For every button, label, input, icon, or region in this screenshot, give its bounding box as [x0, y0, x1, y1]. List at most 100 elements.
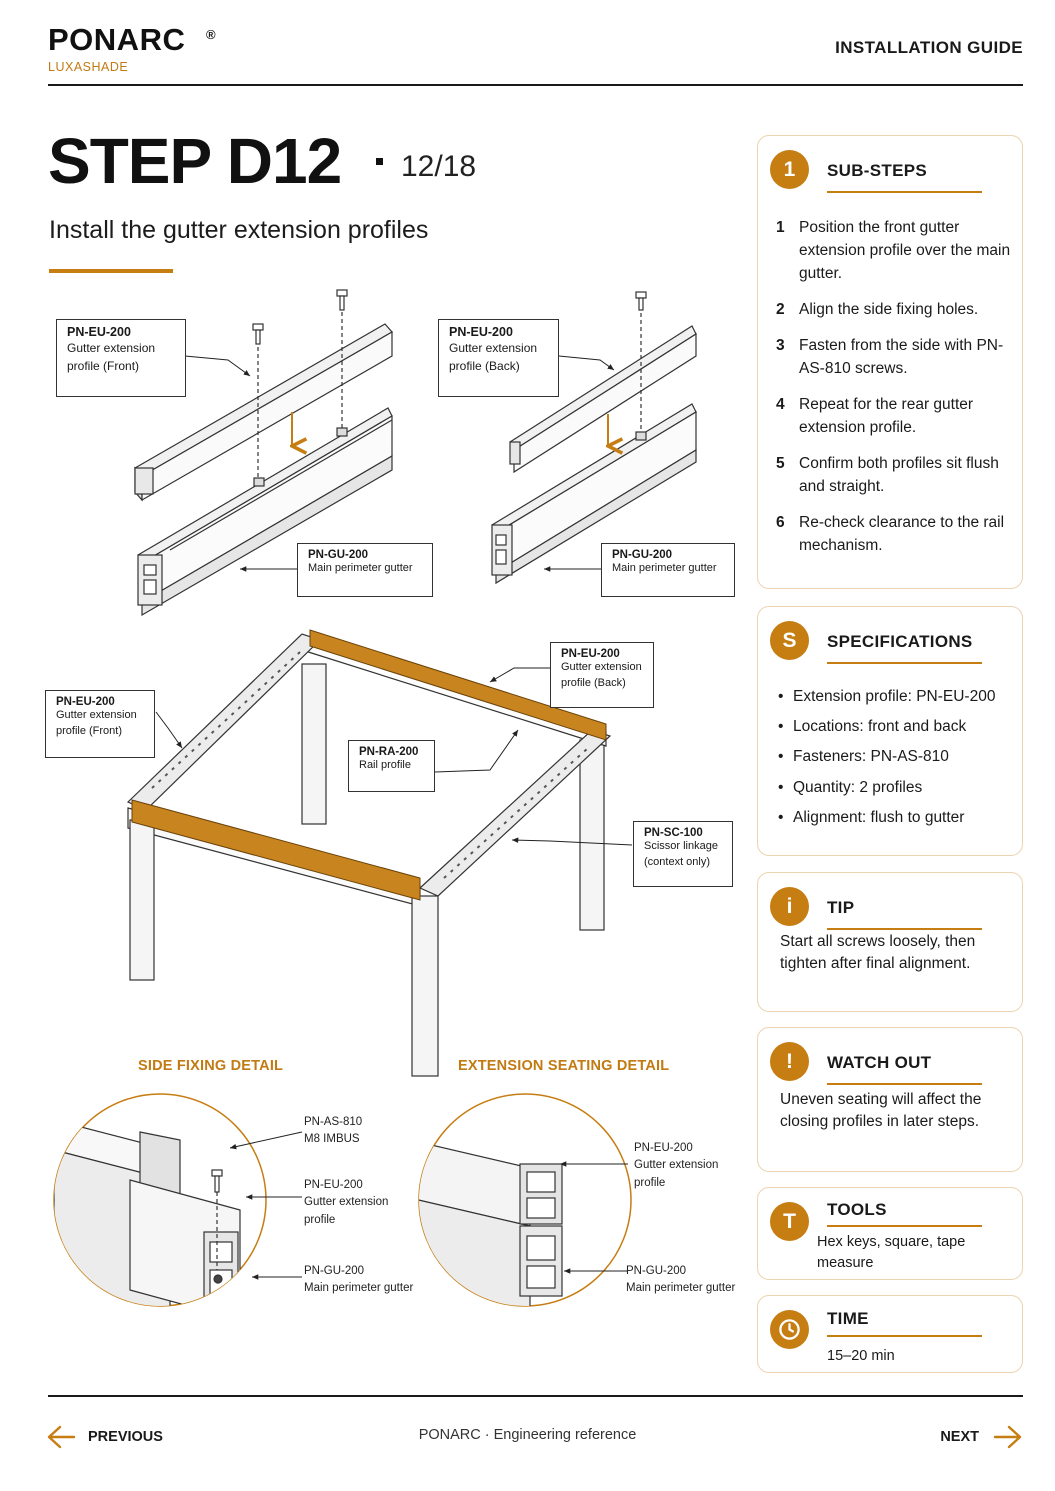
- callout-desc: Gutter extension profile (Back): [561, 661, 642, 689]
- spec-text: Extension profile: PN-EU-200: [793, 688, 996, 705]
- substep-text: Align the side fixing holes.: [799, 301, 979, 318]
- time-title: TIME: [827, 1309, 869, 1328]
- callout-frame-sc: PN-SC-100 Scissor linkage (context only): [633, 821, 733, 887]
- tip-title: TIP: [827, 898, 855, 917]
- spec-text: Fasteners: PN-AS-810: [793, 748, 949, 765]
- header-divider: [48, 84, 1023, 86]
- card-divider: [827, 191, 982, 193]
- tools-card: T TOOLS Hex keys, square, tape measure: [757, 1187, 1023, 1280]
- callout-code: PN-GU-200: [612, 549, 673, 561]
- title-separator: [376, 158, 383, 165]
- side-detail-screw: [211, 1169, 223, 1270]
- previous-button[interactable]: PREVIOUS: [46, 1422, 163, 1452]
- substep-number: 1: [776, 219, 785, 236]
- callout-desc: Gutter extension profile (Back): [449, 341, 538, 373]
- specifications-badge: S: [770, 621, 809, 660]
- tip-body: Start all screws loosely, then tighten a…: [780, 933, 976, 972]
- substep-item: 1 Position the front gutter extension pro…: [776, 216, 1016, 285]
- spec-item: •Locations: front and back: [778, 718, 966, 736]
- warning-icon: !: [770, 1042, 809, 1081]
- bullet: •: [778, 748, 784, 765]
- callout-desc: Scissor linkage (context only): [644, 840, 718, 868]
- tools-body: Hex keys, square, tape measure: [817, 1234, 966, 1271]
- callout-code: PN-EU-200: [56, 696, 115, 708]
- front-extension-profile-highlight: [131, 799, 421, 901]
- callout-code: PN-GU-200: [308, 549, 369, 561]
- side-label-screw: PN-AS-810 M8 IMBUS: [304, 1116, 363, 1146]
- tip-card: i TIP Start all screws loosely, then tig…: [757, 872, 1023, 1012]
- brand: PONARC ® LUXASHADE: [48, 22, 216, 74]
- extension-seating-detail-title: EXTENSION SEATING DETAIL: [458, 1058, 670, 1074]
- side-label-eu: PN-EU-200 Gutter extension profile: [304, 1179, 389, 1226]
- substep-text: Repeat for the rear gutter extension pro…: [799, 396, 974, 436]
- spec-item: • Extension profile: PN-EU-200: [778, 688, 995, 706]
- bullet: •: [778, 779, 784, 796]
- clock-icon: [770, 1310, 809, 1349]
- substep-text: Position the front gutter extension prof…: [799, 219, 1011, 282]
- callout-code: PN-SC-100: [644, 827, 703, 839]
- substep-number: 6: [776, 514, 785, 531]
- callout-desc: Gutter extension profile (Front): [56, 709, 137, 737]
- spec-item: • Fasteners: PN-AS-810: [778, 748, 949, 766]
- spec-item: •Quantity: 2 profiles: [778, 779, 922, 797]
- front-exploded-view: [134, 323, 393, 617]
- brand-name: PONARC: [48, 22, 186, 57]
- callout-desc: Main perimeter gutter: [612, 562, 717, 574]
- next-button[interactable]: NEXT: [940, 1422, 1023, 1452]
- watch-out-body: Uneven seating will affect the closing p…: [780, 1091, 982, 1130]
- tools-title: TOOLS: [827, 1200, 887, 1219]
- seating-label-eu: PN-EU-200 Gutter extension profile: [634, 1142, 719, 1189]
- front-screws: [252, 289, 348, 480]
- callout-desc: Main perimeter gutter: [308, 562, 413, 574]
- substep-number: 3: [776, 337, 785, 354]
- info-icon: i: [770, 887, 809, 926]
- side-label-gu: PN-GU-200 Main perimeter gutter: [304, 1265, 414, 1295]
- document-type: INSTALLATION GUIDE: [835, 38, 1023, 57]
- arrow-right-icon: [993, 1425, 1022, 1449]
- card-divider: [827, 928, 982, 930]
- bullet: •: [778, 809, 784, 826]
- time-body: 15–20 min: [827, 1348, 895, 1364]
- card-divider: [827, 1225, 982, 1227]
- back-exploded-view: [491, 325, 697, 585]
- callout-desc: Rail profile: [359, 759, 411, 771]
- watch-out-title: WATCH OUT: [827, 1053, 932, 1072]
- callout-code: PN-EU-200: [449, 325, 513, 339]
- callout-code: PN-EU-200: [67, 325, 131, 339]
- title-accent-bar: [49, 269, 173, 273]
- substeps-badge: 1: [770, 150, 809, 189]
- callout-eu-back: PN-EU-200 Gutter extension profile (Back…: [438, 319, 559, 397]
- callout-frame-ra: PN-RA-200 Rail profile: [348, 740, 435, 792]
- step-counter: 12/18: [401, 150, 477, 183]
- callout-frame-eu-back: PN-EU-200 Gutter extension profile (Back…: [550, 642, 654, 708]
- bullet: •: [778, 688, 784, 705]
- card-divider: [827, 662, 982, 664]
- watch-out-card: ! WATCH OUT Uneven seating will affect t…: [757, 1027, 1023, 1172]
- back-extension-profile-highlight: [309, 629, 607, 741]
- substep-item: 6 Re-check clearance to the rail mechanis…: [776, 511, 1016, 557]
- brand-subtitle: LUXASHADE: [48, 60, 129, 74]
- callout-gu-front: PN-GU-200 Main perimeter gutter: [297, 543, 433, 597]
- previous-label: PREVIOUS: [88, 1429, 163, 1445]
- step-subtitle: Install the gutter extension profiles: [49, 216, 429, 244]
- footer-reference: PONARC · Engineering reference: [418, 1427, 637, 1443]
- spec-text: Alignment: flush to gutter: [793, 809, 965, 826]
- step-title: STEP D12: [48, 125, 342, 197]
- time-card: TIME 15–20 min: [757, 1295, 1023, 1373]
- registered-mark: ®: [206, 27, 216, 42]
- callout-code: PN-RA-200: [359, 746, 419, 758]
- next-label: NEXT: [940, 1429, 979, 1445]
- arrow-left-icon: [47, 1425, 76, 1449]
- installation-diagram: PN-EU-200 Gutter extension profile (Fron…: [40, 280, 750, 1380]
- spec-text: Locations: front and back: [793, 718, 967, 735]
- spec-item: • Alignment: flush to gutter: [778, 809, 964, 827]
- substep-text: Re-check clearance to the rail mechanism…: [799, 514, 1005, 554]
- substep-number: 5: [776, 455, 785, 472]
- substeps-title: SUB-STEPS: [827, 161, 927, 180]
- callout-desc: Gutter extension profile (Front): [67, 341, 156, 373]
- side-fixing-detail-title: SIDE FIXING DETAIL: [138, 1058, 284, 1074]
